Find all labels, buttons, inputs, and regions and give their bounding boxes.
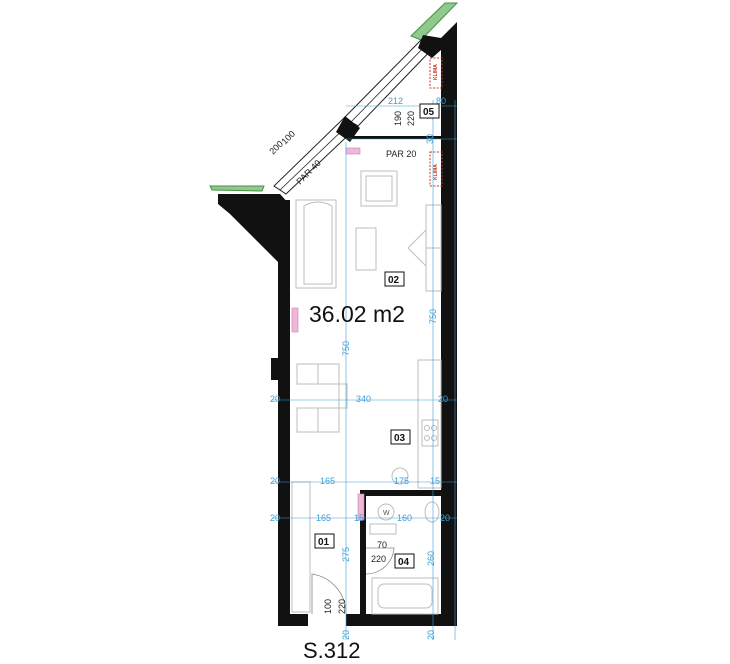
furniture — [291, 170, 442, 615]
doors — [311, 547, 395, 615]
climate-unit-top: KLIMA — [429, 57, 443, 89]
dim-main-depth: 750 — [341, 341, 351, 356]
dim-row2-right: 20 — [440, 513, 450, 523]
dim-row2-left: 20 — [270, 513, 280, 523]
dim-balcony-h2: 220 — [406, 111, 416, 126]
dim-main-left: 20 — [270, 394, 280, 404]
pink-markers — [291, 147, 365, 521]
dim-main-depth-right: 750 — [428, 309, 438, 324]
svg-text:03: 03 — [394, 433, 406, 444]
door-bath-height: 220 — [371, 554, 386, 564]
svg-text:04: 04 — [398, 557, 410, 568]
dim-balcony-h1: 190 — [393, 111, 403, 126]
climate-unit-bottom: KLIMA — [429, 151, 443, 187]
svg-text:01: 01 — [318, 537, 330, 548]
room-tag-05: 05 — [419, 103, 440, 119]
dim-row2-b: 15 — [354, 513, 364, 523]
dim-row1-b: 175 — [394, 476, 409, 486]
room-tag-03: 03 — [390, 429, 411, 445]
dim-row2-a: 165 — [316, 513, 331, 523]
green-strip-left — [209, 185, 265, 192]
washer-label: W — [383, 510, 390, 517]
dim-bottom-a: 20 — [341, 630, 351, 640]
dim-main-width: 340 — [356, 394, 371, 404]
walls — [218, 22, 457, 626]
dim-balcony-width: 212 — [388, 96, 403, 106]
svg-text:KLIMA: KLIMA — [433, 164, 439, 180]
dim-hall-depth: 275 — [341, 547, 351, 562]
door-entry-height: 220 — [337, 599, 347, 614]
unit-label: S.312 — [303, 638, 361, 663]
door-entry-width: 100 — [323, 599, 333, 614]
dimension-lines — [272, 100, 457, 640]
dim-main-right: 20 — [438, 394, 448, 404]
dim-row2-c: 160 — [397, 513, 412, 523]
dim-bottom-b: 20 — [426, 630, 436, 640]
dim-bath-side: 260 — [426, 551, 436, 566]
dim-row1-right: 15 — [430, 476, 440, 486]
dim-row1-left: 20 — [270, 476, 280, 486]
door-bath-width: 70 — [377, 540, 387, 550]
svg-text:05: 05 — [423, 107, 435, 118]
area-label: 36.02 m2 — [309, 301, 405, 327]
dim-row1-a: 165 — [320, 476, 335, 486]
room-tag-04: 04 — [394, 553, 415, 569]
dim-balcony-v2: 30 — [425, 134, 435, 144]
parapet-main: PAR 20 — [386, 149, 416, 159]
svg-text:KLIMA: KLIMA — [433, 64, 439, 80]
svg-text:02: 02 — [388, 275, 400, 286]
dim-balcony-side: 80 — [436, 96, 446, 106]
room-tag-01: 01 — [314, 533, 335, 549]
room-tag-02: 02 — [384, 271, 405, 287]
